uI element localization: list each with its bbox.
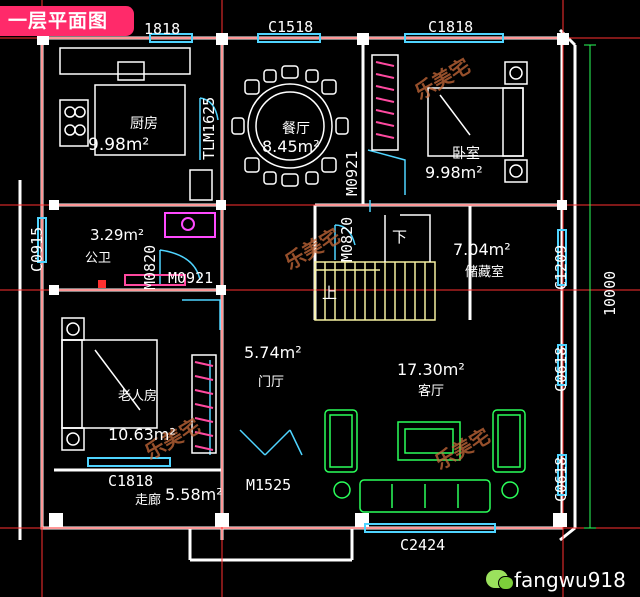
- code-c1818-left: 1818: [144, 20, 180, 38]
- living-name: 客厅: [418, 383, 444, 399]
- foyer-area: 5.74m²: [244, 343, 302, 362]
- svg-text:乐美宅: 乐美宅: [431, 424, 495, 475]
- stair-down-mark: 下: [392, 228, 407, 246]
- watermarks: 乐美宅 乐美宅 乐美宅 乐美宅: [141, 54, 495, 475]
- stair-up-mark: 上: [322, 284, 337, 302]
- storage-name: 储藏室: [465, 264, 504, 280]
- code-m0820-bath: M0820: [141, 245, 159, 290]
- living-room-sofa-set: [324, 409, 526, 513]
- storage-area: 7.04m²: [453, 240, 511, 259]
- walls: [18, 28, 577, 562]
- elder-room-furniture: [61, 317, 217, 454]
- code-c1818-top: C1818: [428, 18, 473, 36]
- kitchen-area: 9.98m²: [88, 135, 149, 155]
- code-m0921-dining: M0921: [343, 151, 361, 196]
- overall-dimension: 10000: [584, 44, 619, 529]
- living-area: 17.30m²: [397, 360, 465, 379]
- code-c1518: C1518: [268, 18, 313, 36]
- bedroom-name: 卧室: [452, 145, 480, 162]
- foyer-name: 门厅: [258, 375, 284, 390]
- doors: [159, 97, 406, 456]
- code-m0820-stair: M0820: [338, 217, 356, 262]
- code-c0915: C0915: [28, 227, 46, 272]
- windows: [37, 33, 567, 533]
- corridor-name: 走廊: [135, 492, 161, 508]
- code-c1818-bottom: C1818: [108, 472, 153, 490]
- dining-name: 餐厅: [282, 121, 310, 137]
- staircase: [314, 214, 436, 321]
- dimension-10000: 10000: [601, 271, 619, 316]
- bath-name: 公卫: [85, 251, 111, 266]
- elder-name: 老人房: [118, 388, 157, 404]
- code-c0618-1: C0618: [552, 347, 570, 392]
- room-labels: 厨房 9.98m² 餐厅 8.45m² 卧室 9.98m² 3.29m² 公卫 …: [85, 116, 511, 508]
- code-c2424: C2424: [400, 536, 445, 554]
- bedroom-furniture: [371, 54, 528, 183]
- elder-wardrobe-hangers: [194, 361, 214, 451]
- bathroom-fixtures: [124, 212, 216, 286]
- kitchen-fixtures: [59, 47, 213, 201]
- bath-area: 3.29m²: [90, 226, 144, 244]
- svg-text:乐美宅: 乐美宅: [411, 54, 475, 105]
- bath-drain: [98, 280, 106, 288]
- code-tlm1625: TLM1625: [200, 97, 218, 160]
- wechat-icon: [486, 570, 514, 590]
- code-m0921: M0921: [168, 269, 213, 287]
- columns: [37, 33, 569, 527]
- dining-area: 8.45m²: [262, 137, 320, 156]
- corridor-area: 5.58m²: [165, 485, 223, 504]
- elder-area: 10.63m²: [108, 425, 176, 444]
- opening-codes: 1818 C1518 C1818 TLM1625 M0921 C0915 M08…: [28, 18, 570, 554]
- floor-title-badge: 一层平面图: [0, 6, 134, 36]
- code-c1209: C1209: [552, 245, 570, 290]
- code-m1525: M1525: [246, 476, 291, 494]
- dining-table: [231, 65, 349, 187]
- watermark-handle: fangwu918: [514, 568, 626, 592]
- code-c0618-2: C0618: [552, 457, 570, 502]
- kitchen-name: 厨房: [130, 116, 158, 132]
- wardrobe-hangers: [375, 61, 395, 139]
- bedroom-area: 9.98m²: [425, 163, 483, 182]
